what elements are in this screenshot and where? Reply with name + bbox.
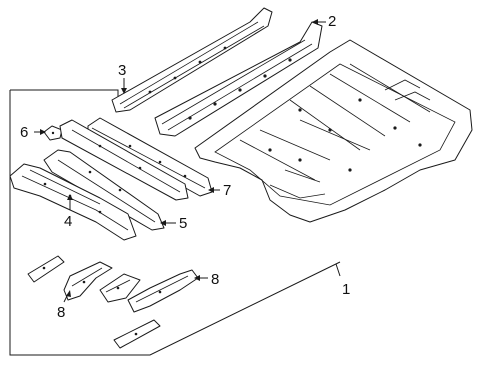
part-3-inner-rail bbox=[111, 7, 273, 113]
callout-2: 2 bbox=[328, 13, 336, 30]
part-8-right-bracket bbox=[127, 269, 199, 313]
part-6-bracket bbox=[43, 125, 63, 141]
leader-1 bbox=[335, 263, 341, 277]
callout-5: 5 bbox=[179, 215, 187, 232]
part-5-side-channel bbox=[43, 119, 189, 231]
arrow-7-icon bbox=[208, 187, 214, 193]
bracket-left-small bbox=[27, 255, 65, 283]
arrow-6-icon bbox=[40, 129, 46, 135]
arrow-3-icon bbox=[121, 88, 127, 94]
part-8-left-bracket bbox=[63, 261, 113, 301]
arrow-8-right-icon bbox=[194, 275, 200, 281]
callout-1: 1 bbox=[342, 281, 350, 298]
callout-7: 7 bbox=[223, 182, 231, 199]
part-4-side-member bbox=[9, 163, 137, 241]
callout-6: 6 bbox=[20, 124, 28, 141]
arrow-2-icon bbox=[312, 19, 318, 25]
part-1-floor-pan bbox=[194, 39, 473, 223]
callout-3: 3 bbox=[118, 62, 126, 79]
callout-4: 4 bbox=[64, 213, 72, 230]
bottom-strip-bracket bbox=[113, 319, 161, 349]
arrow-5-icon bbox=[160, 220, 166, 226]
center-bracket bbox=[99, 273, 141, 303]
callout-8-right: 8 bbox=[211, 271, 219, 288]
callout-8-left: 8 bbox=[57, 304, 65, 321]
arrow-8-left-icon bbox=[66, 290, 71, 297]
arrow-4-icon bbox=[67, 194, 73, 200]
part-2-outer-rail bbox=[154, 21, 323, 137]
